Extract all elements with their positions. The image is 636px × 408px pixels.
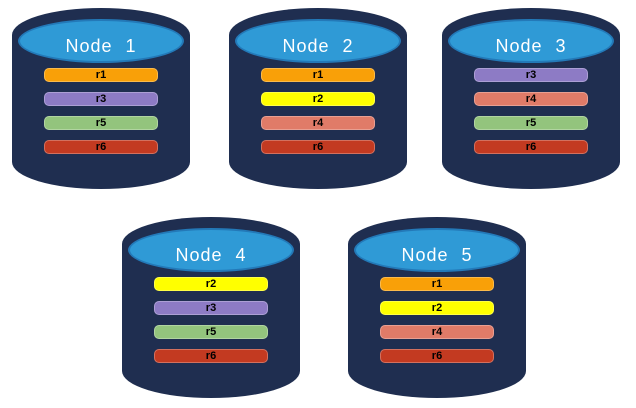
replica-bar: r4 <box>261 116 375 130</box>
replica-label: r3 <box>95 92 107 105</box>
cylinder-top-face: Node 1 <box>18 19 184 63</box>
replica-bar: r6 <box>261 140 375 154</box>
replica-label: r5 <box>205 325 217 338</box>
replica-label: r5 <box>525 116 537 129</box>
replica-list: r1 r2 r4 r6 <box>261 68 375 154</box>
node-label: Node 1 <box>65 35 137 56</box>
cylinder-top-face: Node 5 <box>354 228 520 272</box>
cylinder-top-face: Node 4 <box>128 228 294 272</box>
node-cylinder: Node 1 r1 r3 r5 r6 <box>12 8 190 189</box>
replica-label: r3 <box>205 301 217 314</box>
replica-bar: r3 <box>154 301 268 315</box>
replica-label: r6 <box>205 349 217 362</box>
replica-label: r2 <box>312 92 324 105</box>
replica-label: r6 <box>95 140 107 153</box>
node-cylinder: Node 3 r3 r4 r5 r6 <box>442 8 620 189</box>
replica-bar: r6 <box>154 349 268 363</box>
replica-bar: r2 <box>380 301 494 315</box>
replica-bar: r5 <box>474 116 588 130</box>
replica-bar: r1 <box>380 277 494 291</box>
replica-label: r4 <box>312 116 324 129</box>
replica-bar: r6 <box>380 349 494 363</box>
replica-bar: r6 <box>44 140 158 154</box>
replica-bar: r1 <box>44 68 158 82</box>
replica-bar: r5 <box>44 116 158 130</box>
replica-label: r6 <box>525 140 537 153</box>
replica-bar: r5 <box>154 325 268 339</box>
node-cylinder: Node 4 r2 r3 r5 r6 <box>122 217 300 398</box>
replica-label: r4 <box>431 325 443 338</box>
replica-list: r2 r3 r5 r6 <box>154 277 268 363</box>
node-label: Node 4 <box>175 244 247 265</box>
replica-list: r3 r4 r5 r6 <box>474 68 588 154</box>
replica-bar: r4 <box>380 325 494 339</box>
cylinder-top-face: Node 3 <box>448 19 614 63</box>
replica-label: r1 <box>431 277 443 290</box>
replica-label: r2 <box>431 301 443 314</box>
replica-label: r5 <box>95 116 107 129</box>
replica-bar: r3 <box>44 92 158 106</box>
replica-label: r3 <box>525 68 537 81</box>
replica-list: r1 r2 r4 r6 <box>380 277 494 363</box>
cylinder-top-face: Node 2 <box>235 19 401 63</box>
replica-label: r1 <box>312 68 324 81</box>
replica-bar: r2 <box>154 277 268 291</box>
replica-bar: r3 <box>474 68 588 82</box>
replica-label: r4 <box>525 92 537 105</box>
replica-bar: r2 <box>261 92 375 106</box>
replica-label: r6 <box>312 140 324 153</box>
node-cylinder: Node 2 r1 r2 r4 r6 <box>229 8 407 189</box>
node-label: Node 3 <box>495 35 567 56</box>
replica-bar: r1 <box>261 68 375 82</box>
replica-label: r6 <box>431 349 443 362</box>
replica-label: r1 <box>95 68 107 81</box>
node-label: Node 2 <box>282 35 354 56</box>
node-cylinder: Node 5 r1 r2 r4 r6 <box>348 217 526 398</box>
replica-label: r2 <box>205 277 217 290</box>
replica-bar: r4 <box>474 92 588 106</box>
replica-bar: r6 <box>474 140 588 154</box>
replica-list: r1 r3 r5 r6 <box>44 68 158 154</box>
node-label: Node 5 <box>401 244 473 265</box>
